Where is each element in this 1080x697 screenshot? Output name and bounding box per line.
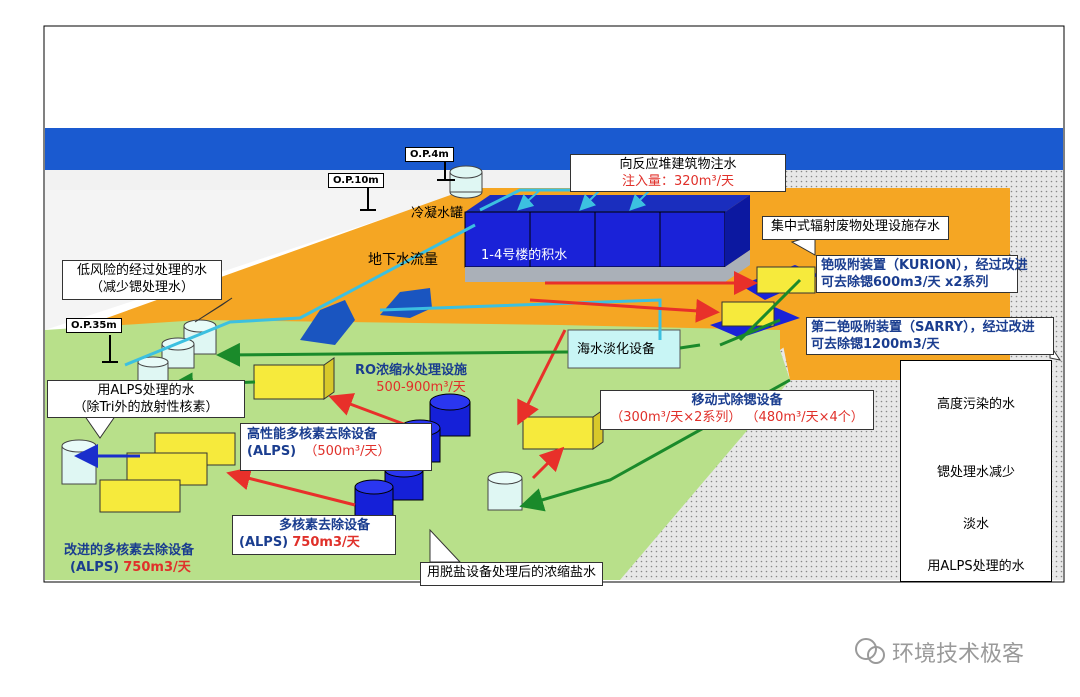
- groundwater-flow-label: 地下水流量: [368, 252, 438, 268]
- sea-area: [45, 128, 1063, 170]
- ro-unit: [253, 364, 325, 400]
- buildings-water-label: 1-4号楼的积水: [481, 248, 568, 263]
- imp-alps-name: 改进的多核素去除设备: [64, 543, 195, 558]
- imp-alps-sub: (ALPS): [70, 560, 120, 575]
- alps-water-line1: 用ALPS处理的水: [97, 383, 195, 398]
- alps-water-box: 用ALPS处理的水 （除Tri外的放射性核素）: [47, 380, 245, 418]
- desalination-label: 海水淡化设备: [577, 342, 656, 357]
- kurion-line1: 铯吸附装置（KURION），经过改进: [821, 258, 1028, 273]
- red-flow-arrow: [529, 298, 720, 323]
- watermark-text: 环境技术极客: [892, 642, 1025, 667]
- hp-alps-sub: (ALPS): [247, 444, 297, 459]
- legend: 高度污染的水 锶处理水减少 淡水 用ALPS处理的水: [900, 360, 1052, 582]
- sarry-box: 第二铯吸附装置（SARRY），经过改进 可去除锶1200m3/天: [806, 317, 1054, 355]
- wechat-icon: [855, 638, 877, 660]
- hp-alps-cap: （500m³/天）: [304, 444, 391, 459]
- alps-cap: 750m3/天: [292, 535, 360, 550]
- alps-name: 多核素去除设备: [279, 518, 371, 533]
- condensate-tank: [449, 165, 483, 179]
- op-35m-label: O.P.35m: [66, 318, 122, 333]
- kurion-unit: [756, 266, 816, 294]
- sarry-line2: 可去除锶1200m3/天: [811, 337, 940, 352]
- groundwater-arrow: [300, 300, 355, 345]
- legend-item-label: 用ALPS处理的水: [927, 559, 1025, 574]
- low-risk-line1: 低风险的经过处理的水: [76, 263, 207, 278]
- op-10m-label: O.P.10m: [328, 173, 384, 188]
- mobile-sr-label: 移动式除锶设备: [691, 393, 783, 408]
- mobile-sr-box: 移动式除锶设备 （300m³/天×2系列） （480m³/天×4个）: [600, 390, 874, 430]
- reactor-inject-box: 向反应堆建筑物注水 注入量：320m³/天: [570, 154, 786, 192]
- sarry-line1: 第二铯吸附装置（SARRY），经过改进: [811, 320, 1035, 335]
- hp-alps-name: 高性能多核素去除设备: [247, 427, 378, 442]
- reactor-inject-label: 向反应堆建筑物注水: [619, 157, 737, 172]
- green-flow-arrow: [216, 342, 569, 367]
- imp-alps-group: 改进的多核素去除设备 (ALPS) 750m3/天: [64, 542, 194, 576]
- kurion-box: 铯吸附装置（KURION），经过改进 可去除锶600m3/天 x2系列: [816, 255, 1028, 293]
- alps-box: 多核素去除设备 (ALPS) 750m3/天: [232, 515, 396, 555]
- brine-label: 用脱盐设备处理后的浓缩盐水: [420, 562, 604, 586]
- hp-alps-box: 高性能多核素去除设备 (ALPS) （500m³/天）: [240, 423, 432, 471]
- kurion-line2: 可去除锶600m3/天 x2系列: [821, 275, 989, 290]
- inject-amount-label: 注入量：320m³/天: [621, 174, 735, 189]
- mobile-sr-capacity: （300m³/天×2系列） （480m³/天×4个）: [610, 410, 864, 425]
- legend-item-label: 淡水: [962, 517, 989, 532]
- reactor-building: [465, 195, 750, 212]
- imp-alps-unit: [99, 479, 181, 513]
- freshwater-line: [124, 223, 476, 367]
- mobile-sr-unit: [522, 416, 594, 450]
- legend-item-label: 高度污染的水: [936, 397, 1015, 412]
- low-risk-line2: （减少锶处理水）: [89, 280, 194, 295]
- low-risk-box: 低风险的经过处理的水 （减少锶处理水）: [62, 260, 222, 300]
- ro-capacity-label: 500-900m³/天: [376, 380, 466, 395]
- op-4m-label: O.P.4m: [405, 147, 454, 162]
- ro-treatment-group: RO浓缩水处理设施 500-900m³/天: [355, 362, 467, 396]
- condensate-tank-label: 冷凝水罐: [411, 206, 464, 221]
- imp-alps-cap: 750m3/天: [123, 560, 191, 575]
- alps-sub: (ALPS): [239, 535, 289, 550]
- legend-item-label: 锶处理水减少: [936, 465, 1015, 480]
- alps-water-line2: （除Tri外的放射性核素）: [73, 400, 219, 415]
- ro-treatment-label: RO浓缩水处理设施: [355, 363, 468, 378]
- centralized-storage-label: 集中式辐射废物处理设施存水: [762, 216, 950, 240]
